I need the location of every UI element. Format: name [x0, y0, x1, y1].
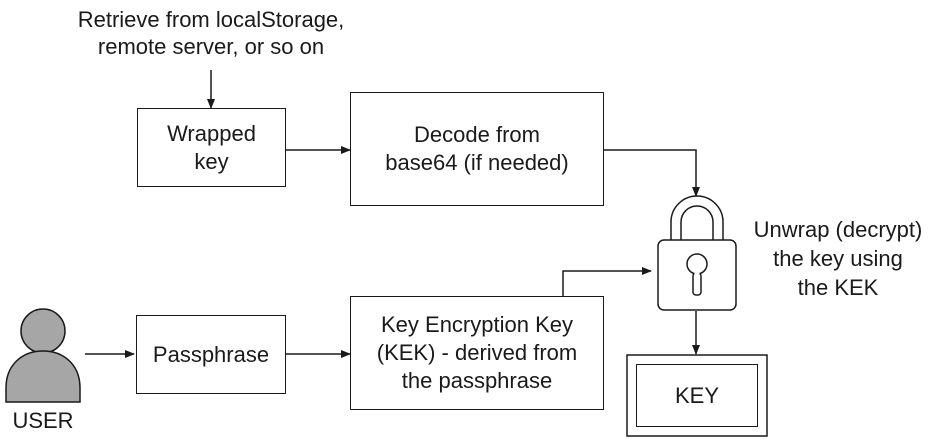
- decode-line-2: base64 (if needed): [385, 150, 569, 175]
- user-silhouette-icon: [5, 308, 81, 403]
- unwrap-note-line-2: the key using: [773, 246, 903, 271]
- passphrase-box: Passphrase: [136, 315, 286, 394]
- wrapped-key-box: Wrapped key: [137, 108, 286, 187]
- source-note-line-2: remote server, or so on: [97, 34, 325, 59]
- decode-line-1: Decode from: [414, 122, 540, 147]
- wrapped-key-line-2: key: [194, 148, 229, 174]
- unwrap-note-line-1: Unwrap (decrypt): [753, 217, 923, 242]
- unwrap-note-line-3: the KEK: [797, 275, 879, 300]
- passphrase-label: Passphrase: [152, 341, 270, 367]
- kek-line-2: (KEK) - derived from: [376, 340, 578, 365]
- key-output-box: KEY: [636, 364, 758, 427]
- user-label: USER: [12, 408, 74, 433]
- source-note: Retrieve from localStorage, remote serve…: [46, 6, 376, 60]
- kek-box: Key Encryption Key (KEK) - derived from …: [350, 296, 604, 410]
- kek-line-3: the passphrase: [401, 368, 553, 393]
- arrow-kek-to-lock: [562, 267, 652, 296]
- unwrap-note: Unwrap (decrypt) the key using the KEK: [740, 215, 936, 302]
- kek-line-1: Key Encryption Key: [381, 312, 573, 337]
- decode-box: Decode from base64 (if needed): [350, 92, 604, 206]
- source-note-line-1: Retrieve from localStorage,: [77, 7, 345, 32]
- padlock-icon: [657, 195, 737, 311]
- key-output-label: KEY: [674, 382, 720, 408]
- wrapped-key-line-1: Wrapped: [167, 120, 256, 146]
- arrow-decode-to-lock: [604, 149, 700, 197]
